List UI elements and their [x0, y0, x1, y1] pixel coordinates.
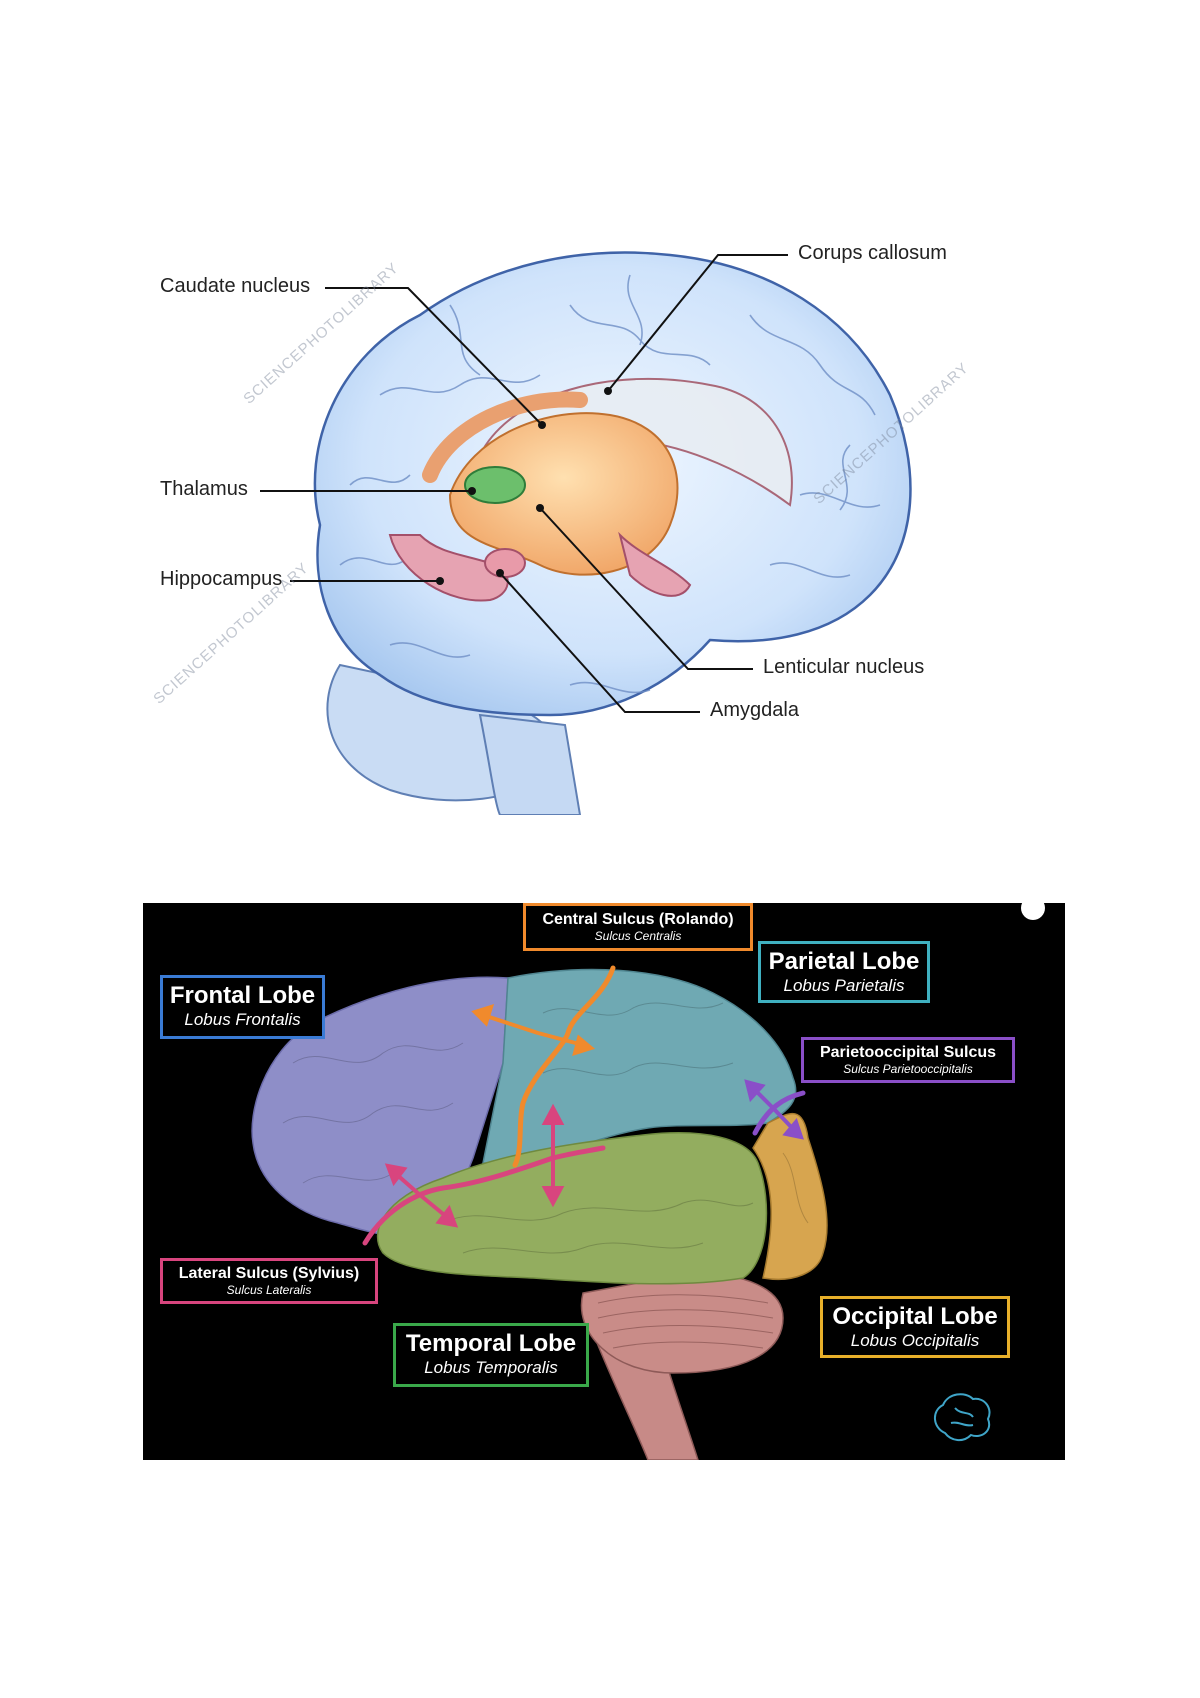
cerebellum-folia	[597, 1294, 774, 1349]
label-thalamus: Thalamus	[160, 478, 248, 500]
leader-lines	[260, 254, 788, 713]
parietooccipital-arrows	[744, 1079, 804, 1140]
label-caudate-nucleus: Caudate nucleus	[160, 275, 311, 297]
lateral-sulcus-line	[362, 1145, 606, 1246]
temporal-lobe-shape	[376, 1132, 768, 1285]
parietooccipital-sulcus-label-box: Parietooccipital Sulcus Sulcus Parietooc…	[801, 1037, 1015, 1083]
lateral-sulcus-title: Lateral Sulcus (Sylvius)	[178, 1265, 360, 1282]
caudate-tail-shape	[422, 391, 588, 483]
temporal-lobe-latin: Lobus Temporalis	[424, 1358, 558, 1377]
brain-logo-icon	[934, 1393, 991, 1441]
leader-dots	[436, 387, 612, 585]
central-sulcus-arrows	[471, 1003, 596, 1056]
label-lenticular-nucleus: Lenticular nucleus	[763, 656, 925, 678]
parietal-lobe-label-box: Parietal Lobe Lobus Parietalis	[758, 941, 930, 1003]
frontal-lobe-label-box: Frontal Lobe Lobus Frontalis	[160, 975, 325, 1039]
lateral-sulcus-latin: Sulcus Lateralis	[226, 1283, 312, 1297]
brainstem-shape	[478, 713, 582, 815]
parietooccipital-sulcus-line	[752, 1090, 806, 1136]
label-amygdala: Amygdala	[710, 699, 799, 721]
label-hippocampus: Hippocampus	[160, 568, 283, 590]
gyri-lines	[282, 1002, 809, 1254]
central-sulcus-title: Central Sulcus (Rolando)	[542, 911, 734, 928]
limbic-brain-illustration	[260, 251, 912, 815]
central-sulcus-line	[512, 965, 616, 1168]
lateral-sulcus-label-box: Lateral Sulcus (Sylvius) Sulcus Laterali…	[160, 1258, 378, 1304]
fornix-tail-shape	[618, 531, 692, 597]
parietal-lobe-latin: Lobus Parietalis	[783, 976, 905, 995]
thalamus-shape	[464, 466, 526, 504]
info-icon	[1021, 903, 1045, 920]
parietooccipital-sulcus-latin: Sulcus Parietooccipitalis	[843, 1062, 973, 1076]
brain-lobes-illustration	[251, 903, 1045, 1460]
limbic-brain-figure: Caudate nucleus Thalamus Hippocampus Cor…	[150, 242, 1050, 815]
amygdala-shape	[484, 548, 526, 578]
frontal-lobe-title: Frontal Lobe	[169, 982, 316, 1009]
parietal-lobe-title: Parietal Lobe	[768, 948, 920, 975]
lateral-sulcus-arrows	[384, 1103, 565, 1228]
occipital-lobe-label-box: Occipital Lobe Lobus Occipitalis	[820, 1296, 1010, 1358]
temporal-lobe-title: Temporal Lobe	[405, 1330, 577, 1357]
occipital-lobe-latin: Lobus Occipitalis	[850, 1331, 980, 1350]
parietal-lobe-shape	[482, 968, 797, 1164]
label-corpus-callosum: Corups callosum	[798, 242, 947, 264]
occipital-lobe-shape	[752, 1112, 828, 1280]
occipital-lobe-title: Occipital Lobe	[832, 1303, 998, 1330]
temporal-lobe-label-box: Temporal Lobe Lobus Temporalis	[393, 1323, 589, 1387]
frontal-lobe-latin: Lobus Frontalis	[184, 1010, 301, 1029]
brain-lobes-figure: Frontal Lobe Lobus Frontalis Central Sul…	[143, 903, 1065, 1460]
parietooccipital-sulcus-title: Parietooccipital Sulcus	[819, 1044, 997, 1061]
central-sulcus-label-box: Central Sulcus (Rolando) Sulcus Centrali…	[523, 903, 753, 951]
hippocampus-shape	[388, 534, 509, 602]
central-sulcus-latin: Sulcus Centralis	[594, 929, 682, 943]
